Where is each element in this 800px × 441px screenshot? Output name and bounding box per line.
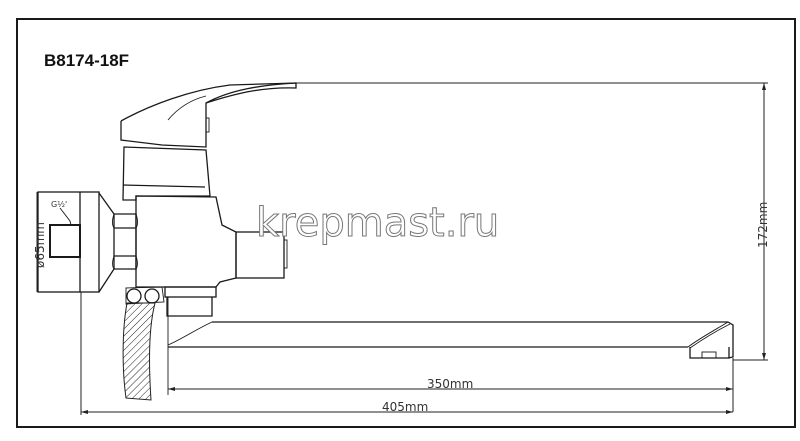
drawing-frame bbox=[16, 18, 796, 428]
inlet-diameter-label: ø65mm bbox=[33, 222, 47, 268]
reach-dimension: 350mm bbox=[168, 358, 734, 412]
overall-length-dimension: 405mm bbox=[80, 292, 733, 415]
inlet-connector: G½' ø65mm bbox=[33, 191, 100, 293]
height-dimension: 172mm bbox=[296, 82, 770, 361]
overall-length-label: 405mm bbox=[382, 400, 428, 414]
thread-label: G½' bbox=[51, 200, 67, 209]
faucet-body bbox=[98, 82, 734, 401]
height-label: 172mm bbox=[756, 202, 770, 248]
model-code: B8174-18F bbox=[44, 51, 129, 70]
watermark: krepmast.ru bbox=[256, 200, 499, 246]
reach-label: 350mm bbox=[427, 377, 473, 391]
